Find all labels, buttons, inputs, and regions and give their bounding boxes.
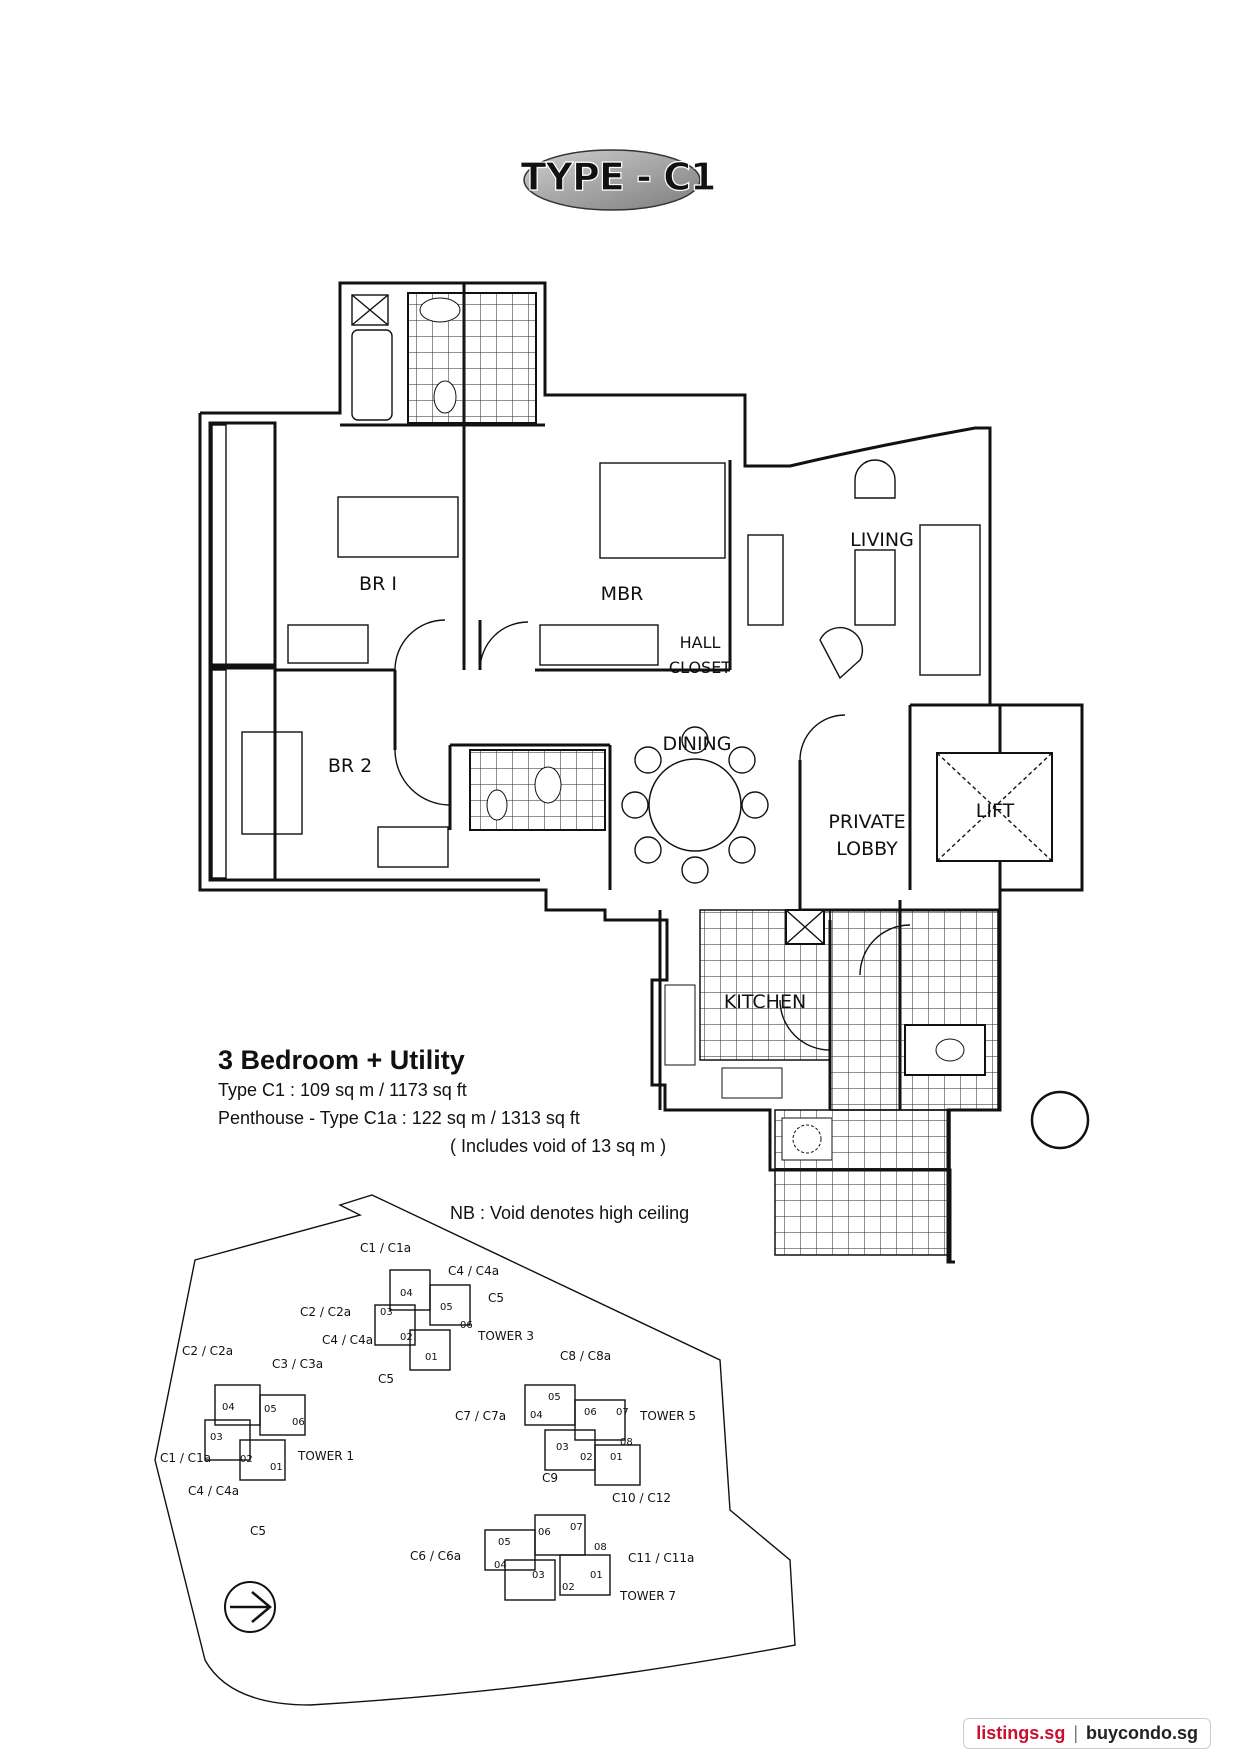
t3-c2-label: C2 / C2a	[300, 1305, 351, 1319]
room-label-lobby: LOBBY	[836, 838, 898, 860]
t7-c11-label: C11 / C11a	[628, 1551, 694, 1565]
unit-info: 3 Bedroom + Utility Type C1 : 109 sq m /…	[218, 1045, 666, 1160]
room-label-dining: DINING	[663, 733, 732, 755]
room-label-living: LIVING	[850, 529, 914, 551]
unit-heading: 3 Bedroom + Utility	[218, 1045, 465, 1075]
tower-5	[524, 1384, 641, 1486]
unit-num: 07	[616, 1407, 629, 1418]
unit-void-note: ( Includes void of 13 sq m )	[450, 1136, 667, 1156]
unit-num: 07	[570, 1522, 583, 1533]
t5-c10-label: C10 / C12	[612, 1491, 671, 1505]
dining-set	[621, 726, 769, 884]
footer-brand: listings.sg | buycondo.sg	[963, 1718, 1211, 1749]
unit-num: 08	[620, 1437, 633, 1448]
br2-bed	[241, 731, 303, 835]
unit-num: 06	[460, 1320, 473, 1331]
shower-box	[351, 294, 389, 326]
t5-c8-label: C8 / C8a	[560, 1349, 611, 1363]
tower-7-label: TOWER 7	[619, 1589, 676, 1603]
t1-c1-label: C1 / C1a	[160, 1451, 211, 1465]
t3-c4a-label: C4 / C4a	[448, 1264, 499, 1278]
unit-num: 04	[400, 1288, 413, 1299]
type-title: TYPE - C1	[521, 155, 716, 199]
tower-3	[374, 1269, 471, 1371]
tower-7	[484, 1514, 611, 1601]
unit-num: 02	[580, 1452, 593, 1463]
unit-num: 03	[380, 1307, 393, 1318]
t3-c5b-label: C5	[378, 1372, 394, 1386]
br1-bed	[337, 496, 459, 558]
t1-c4-label: C4 / C4a	[188, 1484, 239, 1498]
unit-num: 06	[584, 1407, 597, 1418]
brand-listings-link[interactable]: listings.sg	[976, 1723, 1066, 1743]
site-plan: TOWER 3 TOWER 1 TOWER 5 TOWER 7 C1 / C1a…	[154, 1194, 796, 1706]
room-label-lift: LIFT	[976, 800, 1015, 822]
room-label-hall: HALL	[680, 633, 721, 652]
unit-num: 04	[222, 1402, 235, 1413]
void-note: NB : Void denotes high ceiling	[450, 1203, 690, 1223]
room-label-kitchen: KITCHEN	[724, 991, 806, 1013]
basin	[419, 297, 461, 323]
unit-num: 06	[538, 1527, 551, 1538]
unit-num: 01	[610, 1452, 623, 1463]
unit-num: 03	[210, 1432, 223, 1443]
room-label-closet: CLOSET	[669, 658, 731, 677]
bathtub	[351, 329, 393, 421]
tower-1	[204, 1384, 306, 1481]
unit-num: 06	[292, 1417, 305, 1428]
toilet	[433, 380, 457, 414]
t7-c6-label: C6 / C6a	[410, 1549, 461, 1563]
unit-num: 08	[594, 1542, 607, 1553]
north-arrow-icon	[224, 1581, 276, 1633]
room-label-private: PRIVATE	[828, 811, 905, 833]
tower-3-label: TOWER 3	[477, 1329, 534, 1343]
tower-1-label: TOWER 1	[297, 1449, 354, 1463]
unit-area-penthouse: Penthouse - Type C1a : 122 sq m / 1313 s…	[218, 1108, 580, 1128]
sofa	[919, 524, 981, 676]
unit-num: 01	[270, 1462, 283, 1473]
unit-num: 04	[530, 1410, 543, 1421]
room-label-br2: BR 2	[328, 755, 372, 777]
t5-c9-label: C9	[542, 1471, 558, 1485]
mbr-bed	[599, 462, 726, 559]
t3-c5a-label: C5	[488, 1291, 504, 1305]
unit-num: 02	[240, 1454, 253, 1465]
unit-num: 05	[440, 1302, 453, 1313]
unit-num: 03	[556, 1442, 569, 1453]
t1-c5-label: C5	[250, 1524, 266, 1538]
room-label-mbr: MBR	[601, 583, 644, 605]
type-logo: TYPE - C1	[520, 149, 717, 211]
unit-num: 04	[494, 1560, 507, 1571]
t5-c7-label: C7 / C7a	[455, 1409, 506, 1423]
t1-c3-label: C3 / C3a	[272, 1357, 323, 1371]
unit-num: 02	[562, 1582, 575, 1593]
utility-tiles	[829, 909, 999, 1111]
unit-num: 05	[264, 1404, 277, 1415]
brand-separator: |	[1073, 1723, 1078, 1743]
brand-buycondo-link[interactable]: buycondo.sg	[1086, 1723, 1198, 1743]
unit-num: 02	[400, 1332, 413, 1343]
t3-c1-label: C1 / C1a	[360, 1241, 411, 1255]
unit-num: 05	[548, 1392, 561, 1403]
unit-num: 01	[425, 1352, 438, 1363]
unit-num: 03	[532, 1570, 545, 1581]
unit-num: 01	[590, 1570, 603, 1581]
unit-num: 05	[498, 1537, 511, 1548]
room-label-br1: BR I	[359, 573, 397, 595]
t3-c4b-label: C4 / C4a	[322, 1333, 373, 1347]
t1-c2-label: C2 / C2a	[182, 1344, 233, 1358]
tower-5-label: TOWER 5	[639, 1409, 696, 1423]
unit-area-c1: Type C1 : 109 sq m / 1173 sq ft	[218, 1080, 467, 1100]
